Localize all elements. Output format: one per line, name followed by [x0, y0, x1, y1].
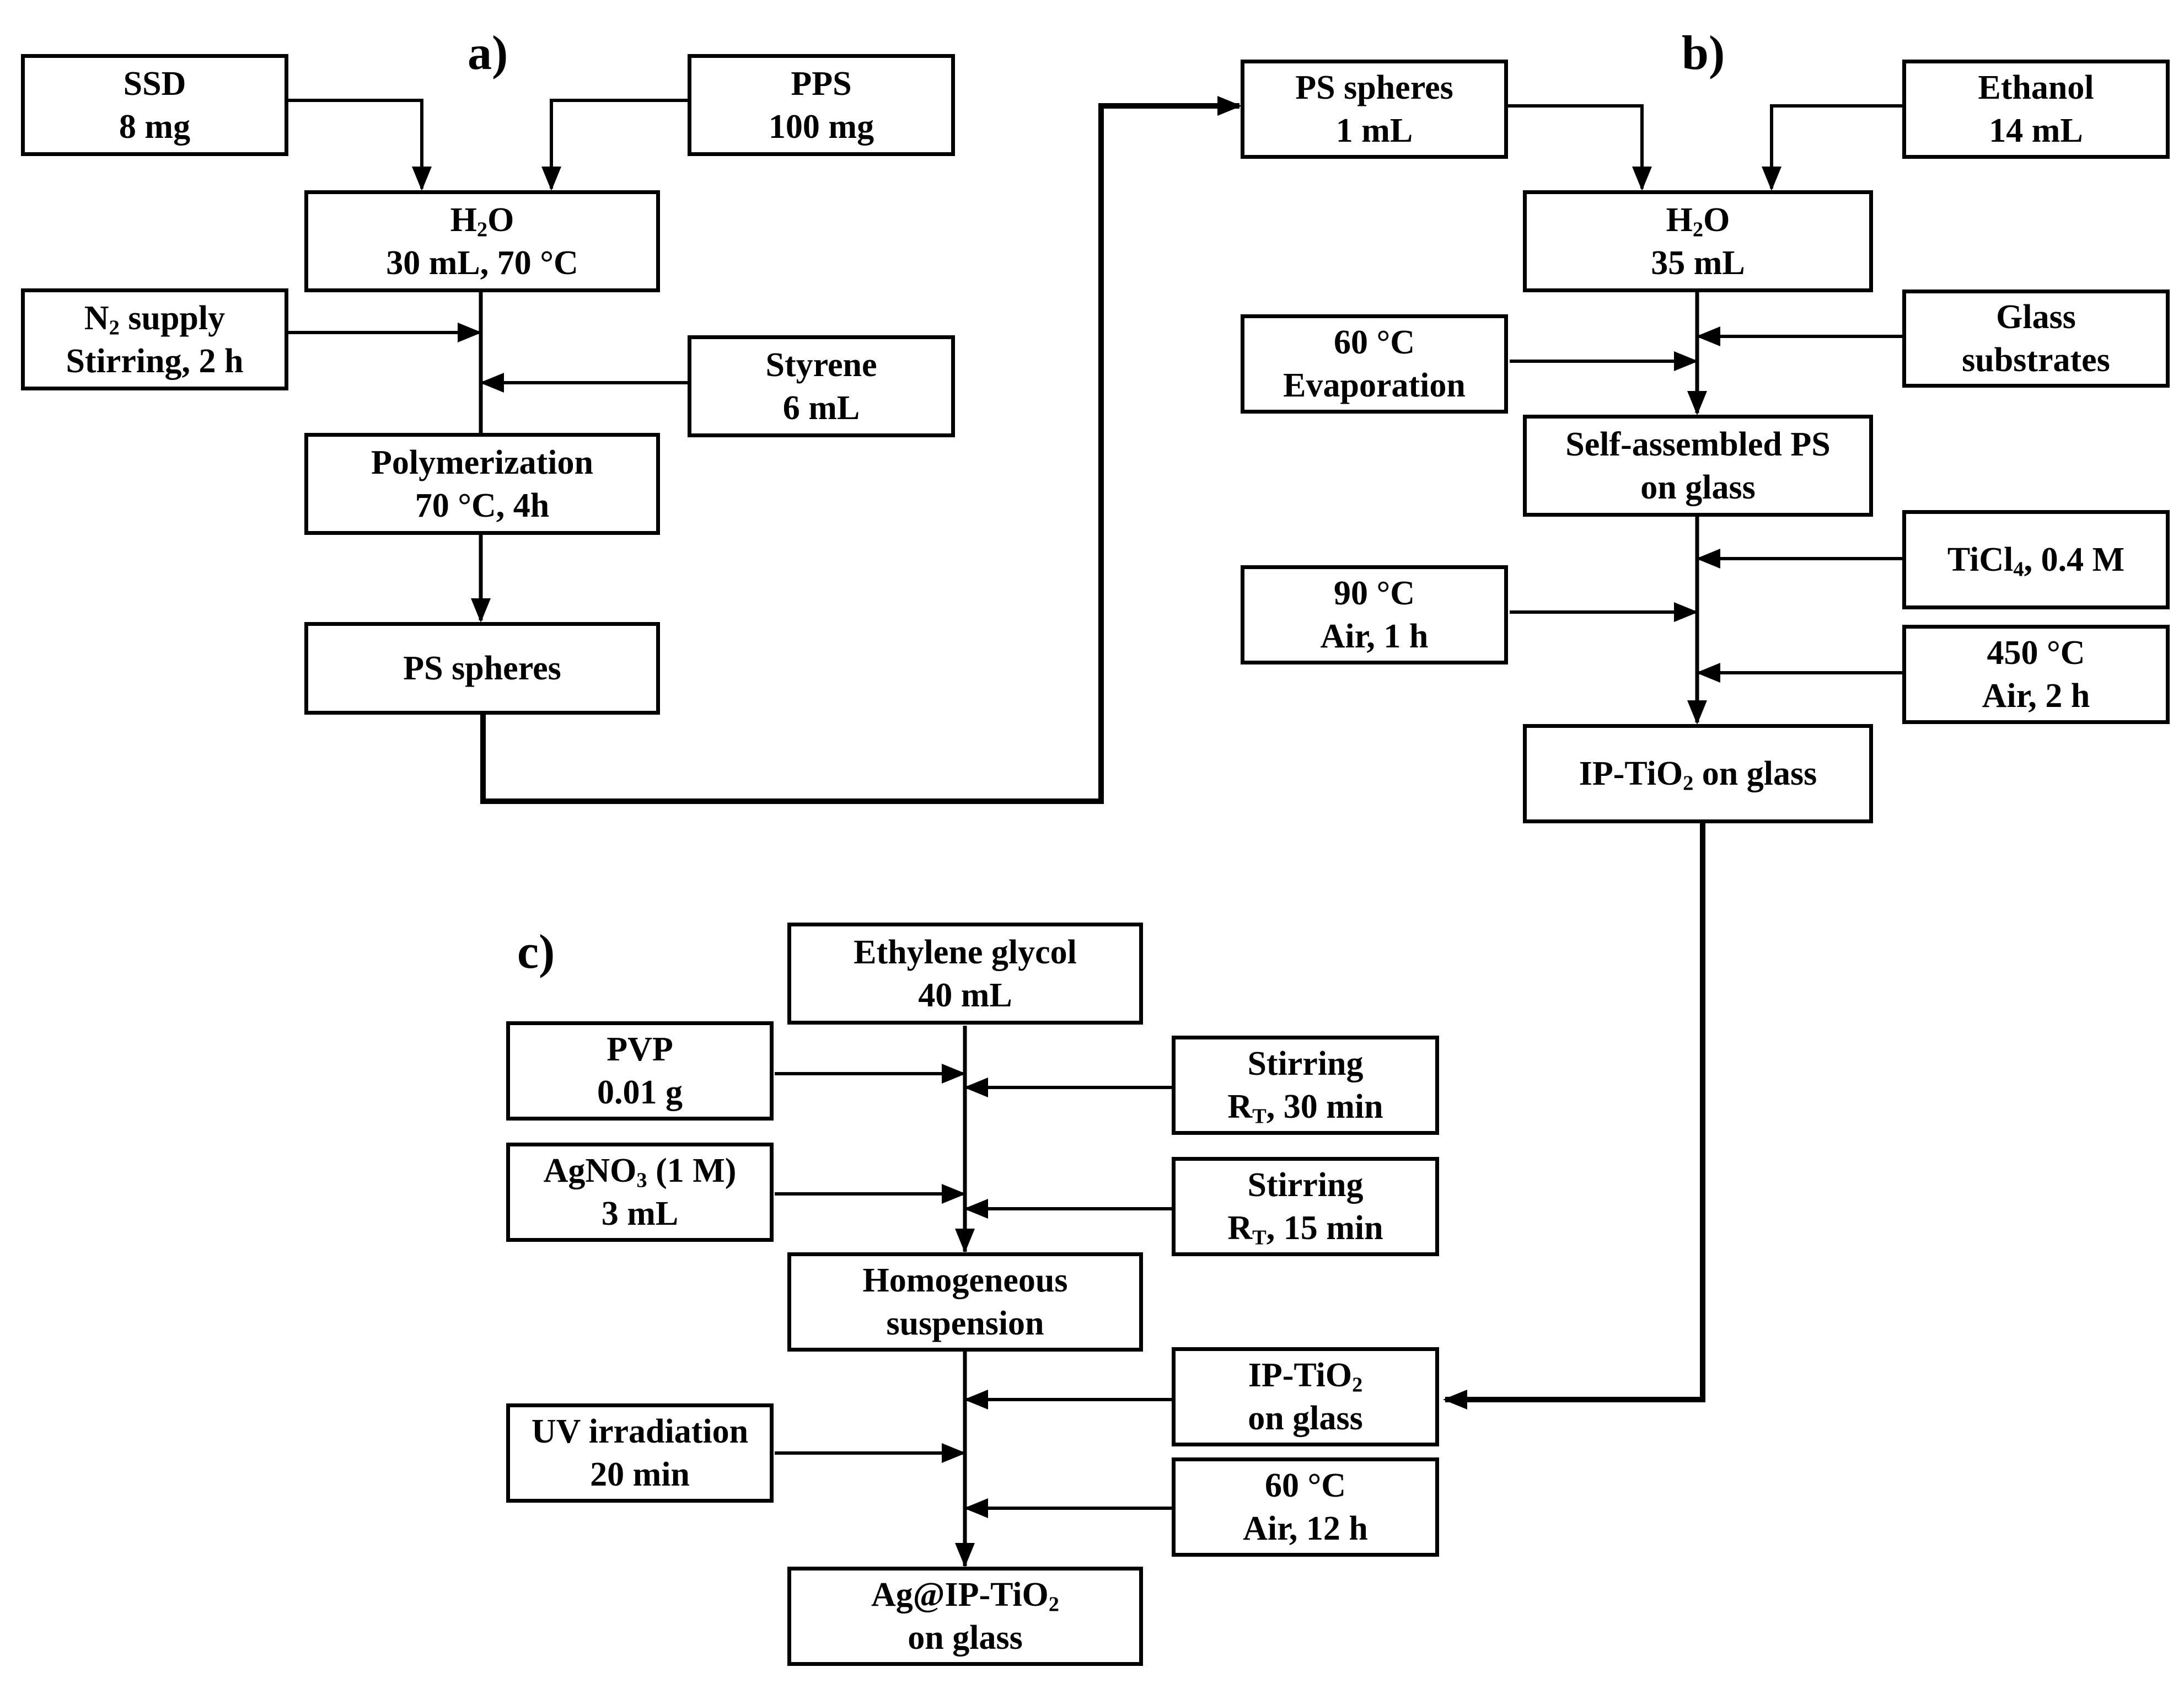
node-line: 20 min [590, 1456, 690, 1493]
node-line: suspension [886, 1305, 1044, 1342]
box-evaporation: 60 °C Evaporation [1241, 314, 1508, 414]
box-pps: PPS 100 mg [688, 54, 955, 156]
node-line: Styrene [765, 346, 877, 384]
node-line: Homogeneous [862, 1262, 1068, 1299]
node-line: Ag@IP-TiO2 [871, 1576, 1059, 1616]
arrow-ethanol-to-h2o-b [1762, 104, 1904, 191]
node-line: N2 supply [84, 299, 226, 340]
node-line: PS spheres [403, 650, 561, 687]
node-line: IP-TiO2 on glass [1579, 755, 1817, 795]
box-ps-spheres-b: PS spheres 1 mL [1241, 60, 1508, 159]
box-air-90: 90 °C Air, 1 h [1241, 565, 1508, 664]
box-ip-tio2-b: IP-TiO2 on glass [1523, 724, 1873, 823]
box-ssd: SSD 8 mg [21, 54, 288, 156]
node-line: 100 mg [768, 108, 874, 146]
arrow-pps-to-h2o [541, 99, 689, 191]
box-pvp: PVP 0.01 g [506, 1021, 774, 1121]
connector-a-to-b [480, 96, 1242, 804]
node-line: Self-assembled PS [1565, 425, 1831, 463]
node-line: 60 °C [1333, 324, 1415, 361]
panel-label-a: a) [468, 26, 508, 80]
box-homogeneous: Homogeneous suspension [787, 1252, 1143, 1352]
node-line: Polymerization [371, 443, 593, 481]
node-line: H2O [450, 201, 514, 242]
node-line: Air, 12 h [1243, 1510, 1368, 1547]
arrow-ssd-to-h2o [287, 99, 432, 191]
node-line: Stirring, 2 h [66, 342, 244, 380]
node-line: AgNO3 (1 M) [543, 1152, 737, 1192]
box-glass-substrates: Glass substrates [1902, 290, 2170, 388]
box-uv-irradiation: UV irradiation 20 min [506, 1403, 774, 1503]
node-line: IP-TiO2 [1248, 1357, 1363, 1397]
box-air-450: 450 °C Air, 2 h [1902, 625, 2170, 724]
node-line: UV irradiation [531, 1413, 749, 1450]
node-line: on glass [908, 1619, 1023, 1657]
box-ethylene-glycol: Ethylene glycol 40 mL [787, 923, 1143, 1025]
node-line: 60 °C [1264, 1467, 1346, 1504]
box-air-60: 60 °C Air, 12 h [1172, 1457, 1439, 1557]
node-line: 450 °C [1987, 634, 2085, 672]
panel-label-c: c) [517, 925, 555, 979]
box-self-assembled: Self-assembled PS on glass [1523, 415, 1873, 517]
node-line: on glass [1640, 468, 1756, 506]
node-line: Glass [1996, 298, 2076, 336]
node-line: 1 mL [1335, 112, 1413, 149]
node-line: Ethylene glycol [854, 933, 1077, 971]
node-line: 8 mg [119, 108, 191, 146]
node-line: Ethanol [1978, 69, 2094, 106]
node-line: Stirring [1247, 1045, 1364, 1082]
panel-label-b: b) [1682, 26, 1725, 80]
node-line: TiCl4, 0.4 M [1947, 541, 2125, 581]
node-line: RT, 30 min [1227, 1088, 1383, 1128]
box-ps-spheres-a: PS spheres [304, 622, 660, 715]
node-line: Air, 2 h [1982, 677, 2090, 715]
node-line: 70 °C, 4h [415, 486, 550, 524]
node-line: 3 mL [601, 1195, 679, 1232]
node-line: 30 mL, 70 °C [386, 244, 578, 282]
node-line: Evaporation [1283, 367, 1466, 404]
box-agno3: AgNO3 (1 M)3 mL [506, 1143, 774, 1242]
node-line: on glass [1248, 1400, 1363, 1437]
box-polymerization: Polymerization 70 °C, 4h [304, 433, 660, 535]
connector-b-to-c [1443, 823, 1705, 1409]
node-line: H2O [1666, 201, 1730, 242]
node-line: PPS [791, 65, 852, 103]
node-line: 40 mL [918, 976, 1012, 1014]
node-line: RT, 15 min [1227, 1209, 1383, 1250]
node-line: 35 mL [1651, 244, 1745, 282]
node-line: PS spheres [1295, 69, 1453, 106]
node-line: substrates [1962, 341, 2110, 379]
node-line: 90 °C [1333, 575, 1415, 612]
node-line: SSD [123, 65, 186, 103]
box-ticl4: TiCl4, 0.4 M [1902, 510, 2170, 609]
arrow-ps-to-h2o-b [1507, 104, 1652, 191]
box-ethanol: Ethanol 14 mL [1902, 60, 2170, 159]
node-line: 14 mL [1989, 112, 2083, 149]
node-line: Air, 1 h [1320, 618, 1429, 655]
box-styrene: Styrene 6 mL [688, 335, 955, 437]
node-line: 0.01 g [597, 1074, 683, 1111]
node-line: PVP [607, 1031, 673, 1068]
node-line: 6 mL [782, 389, 860, 427]
node-line: Stirring [1247, 1166, 1364, 1204]
